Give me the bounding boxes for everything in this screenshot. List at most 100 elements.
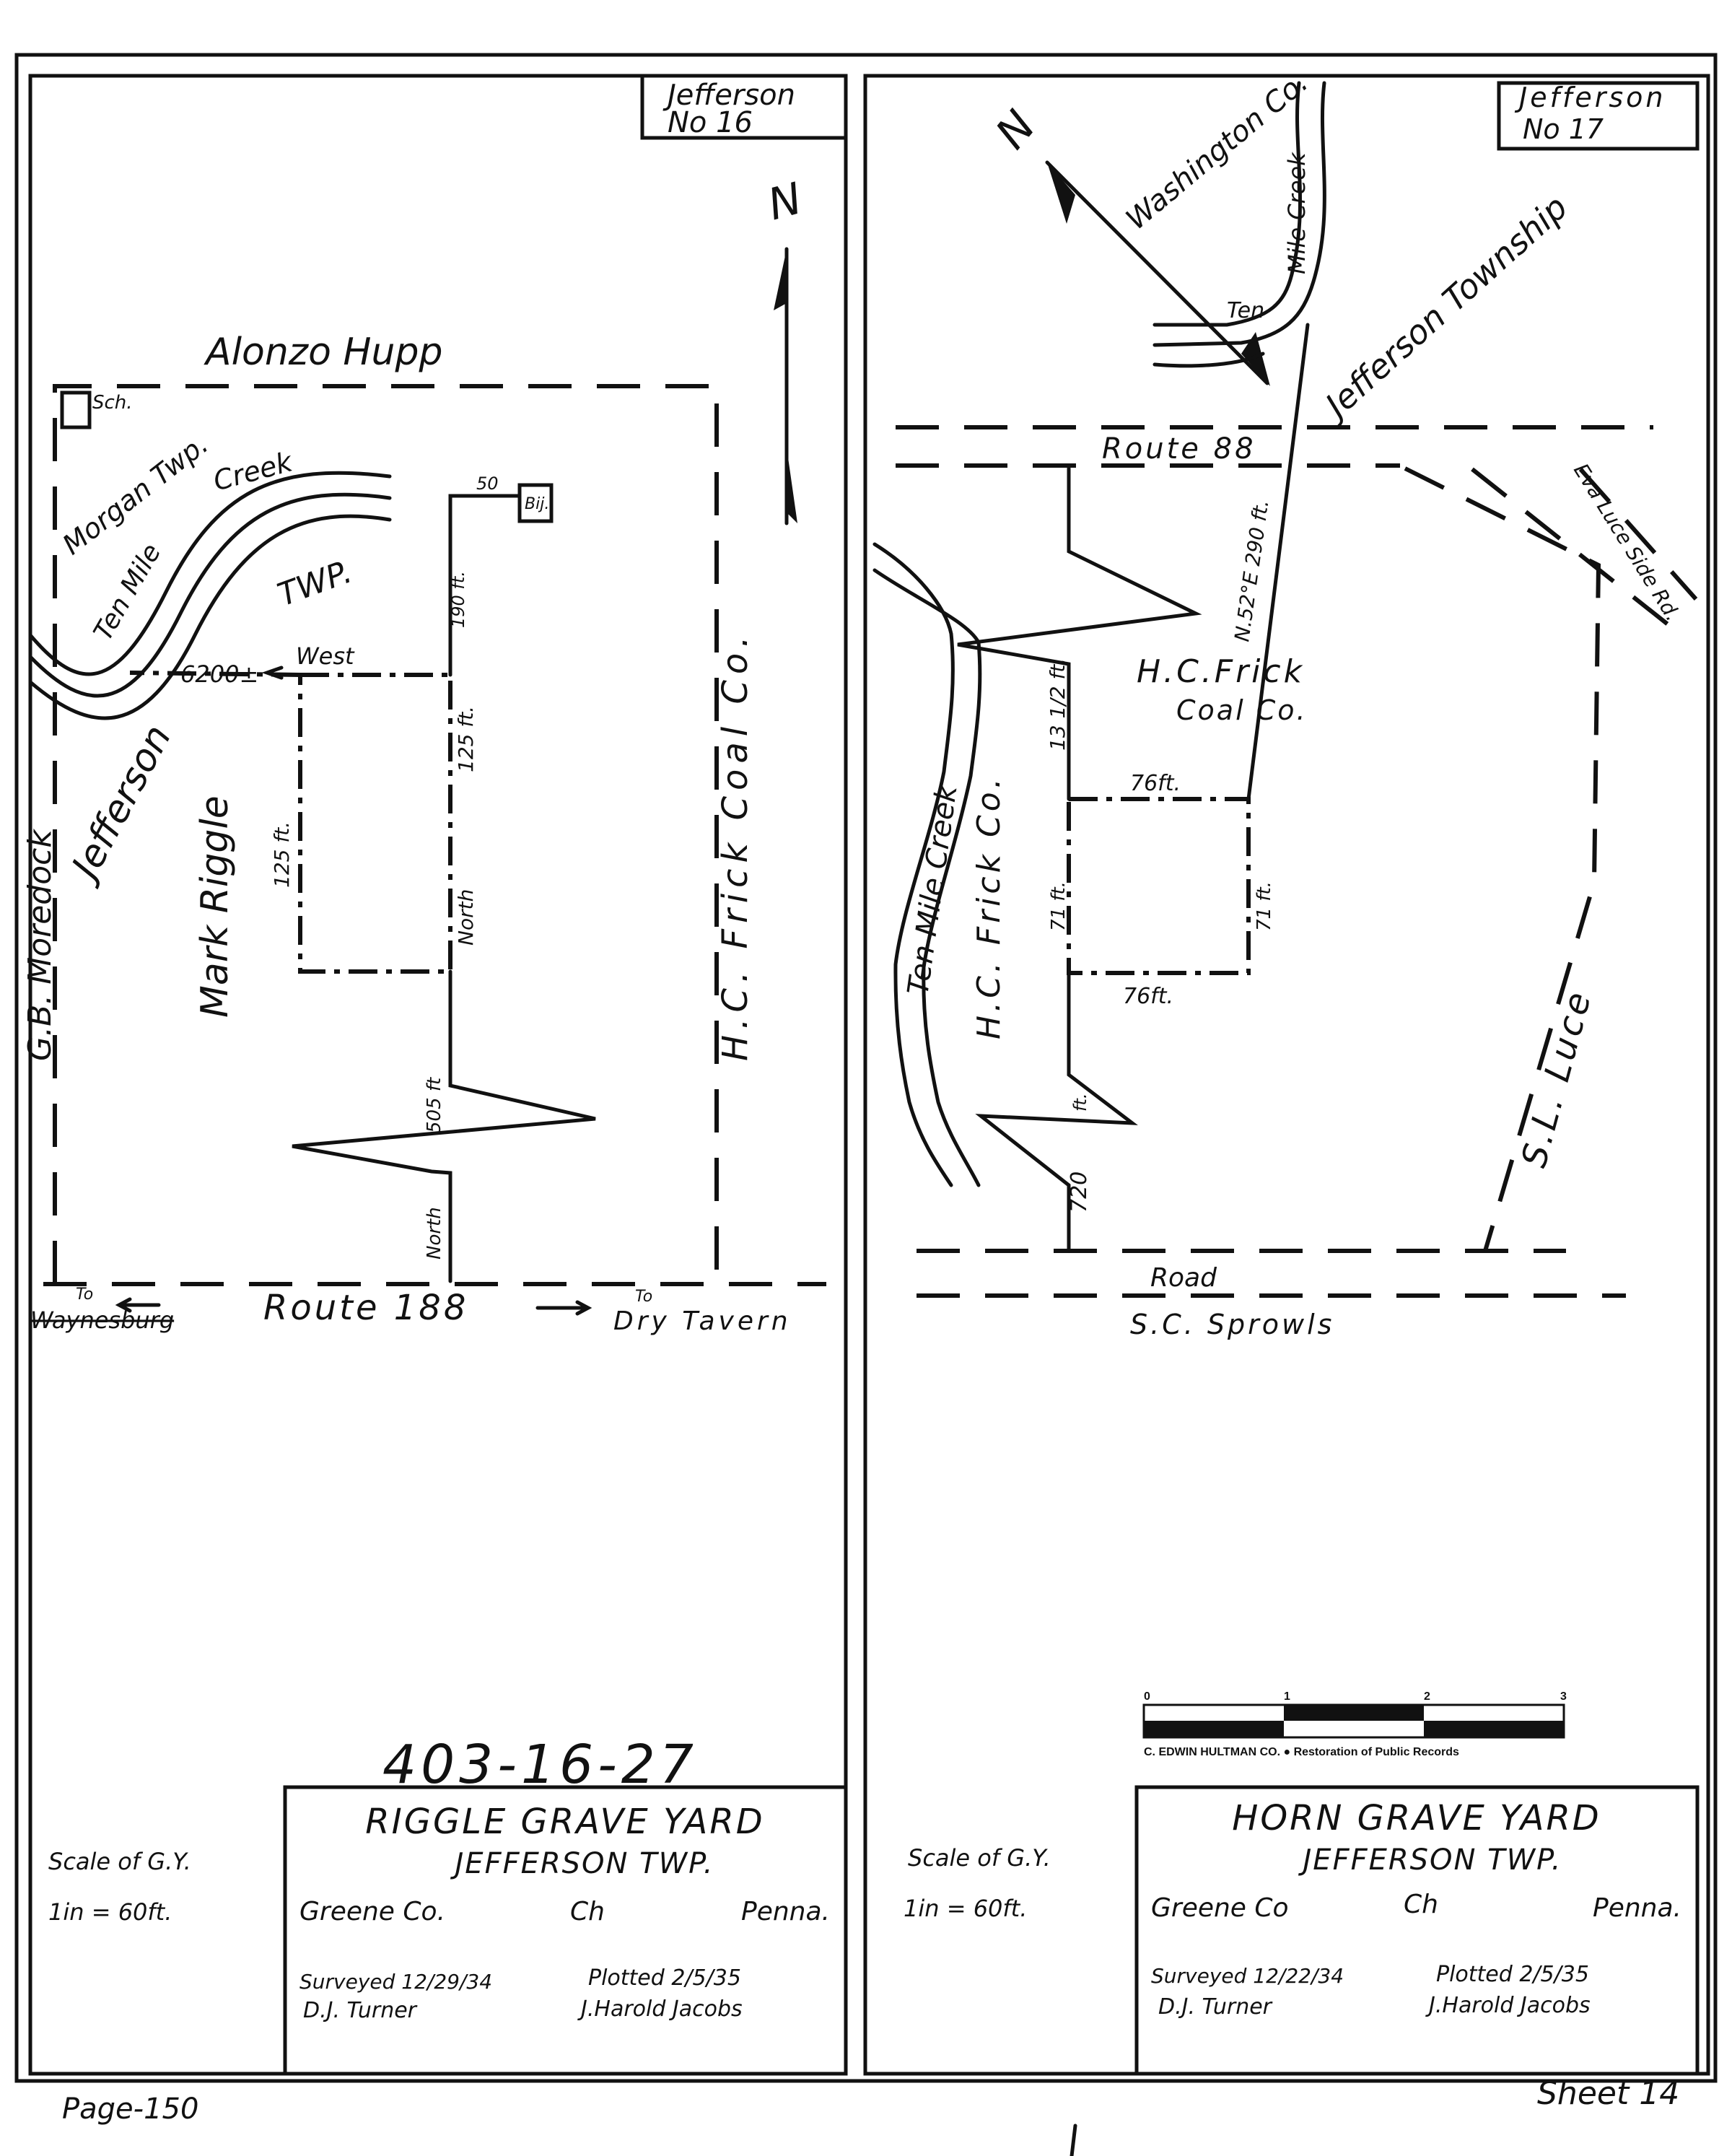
- label-morgan-twp: Morgan Twp.: [56, 428, 214, 561]
- label-hc-frick: H.C.Frick: [1137, 653, 1305, 690]
- left-title-mark: Ch: [570, 1897, 605, 1926]
- label-road: Road: [1150, 1263, 1217, 1293]
- left-title-block: RIGGLE GRAVE YARD JEFFERSON TWP. Greene …: [283, 1785, 848, 2076]
- bearing-line: [1246, 323, 1310, 801]
- label-125ft-left: 125 ft.: [270, 821, 294, 888]
- ten-mile-creek-west: [872, 542, 982, 1187]
- right-title-surveyor: D.J. Turner: [1158, 1994, 1273, 2020]
- label-twp: TWP.: [273, 554, 357, 614]
- right-title-plotter: J.Harold Jacobs: [1425, 1993, 1591, 2018]
- left-scale-line1: Scale of G.Y.: [48, 1848, 191, 1875]
- label-coal-co: Coal Co.: [1176, 694, 1308, 726]
- left-title-surveyor: D.J. Turner: [303, 1998, 418, 2023]
- right-title-surveyed: Surveyed 12/22/34: [1151, 1964, 1344, 1988]
- sheet-border: [14, 53, 1718, 2083]
- left-title-county: Greene Co.: [299, 1897, 445, 1926]
- label-sl-luce: S.L. Luce: [1513, 985, 1599, 1171]
- left-title-surveyed: Surveyed 12/29/34: [299, 1970, 492, 1994]
- scale-tick-0: 0: [1144, 1690, 1150, 1703]
- label-jefferson-township: Jefferson Township: [1313, 188, 1575, 429]
- label-190ft: 190 ft.: [448, 571, 468, 628]
- label-alonzo-hupp: Alonzo Hupp: [204, 331, 443, 374]
- label-route-188: Route 188: [263, 1288, 468, 1328]
- left-north-label: N: [763, 173, 807, 230]
- arrow-left-icon: [115, 1297, 161, 1313]
- scale-tick-2: 2: [1424, 1690, 1430, 1703]
- left-tag-box: [640, 74, 848, 140]
- right-north-label: N: [987, 101, 1046, 158]
- label-to-2: To: [635, 1288, 652, 1306]
- sheet-label: Sheet 14: [1537, 2075, 1679, 2112]
- label-west: West: [296, 642, 355, 670]
- label-505ft: 505 ft: [424, 1077, 445, 1133]
- right-tag-box: [1497, 81, 1700, 151]
- label-71ft-left: 71 ft.: [1048, 881, 1070, 931]
- property-boundary: [1404, 466, 1601, 1252]
- label-6200: 6200±: [180, 660, 258, 688]
- north-arrow-icon: [1045, 160, 1270, 386]
- break-line-north: [957, 466, 1202, 801]
- label-hc-frick-co: H.C. Frick Co.: [971, 774, 1007, 1039]
- label-hc-frick-coal: H.C. Frick Coal Co.: [715, 630, 756, 1061]
- break-line-south: [975, 971, 1138, 1253]
- label-71ft-right: 71 ft.: [1254, 881, 1275, 931]
- label-13-half-ft: 13 1/2 ft.: [1046, 658, 1070, 751]
- right-tag-line1: Jefferson: [1514, 82, 1666, 113]
- right-title-name: HORN GRAVE YARD: [1232, 1798, 1601, 1838]
- riggle-grave-yard-plot: [298, 673, 452, 974]
- left-tag-line1: Jefferson: [662, 79, 795, 112]
- ten-mile-creek-north: [1153, 81, 1326, 368]
- label-ten-mile: Ten Mile: [88, 539, 167, 646]
- label-waynesburg: Waynesburg: [30, 1306, 174, 1334]
- left-scale-line2: 1in = 60ft.: [48, 1898, 172, 1926]
- label-bearing: N.52°E 290 ft.: [1230, 498, 1273, 643]
- break-line: [292, 969, 596, 1283]
- right-panel-border: [863, 74, 1710, 2076]
- left-title-plotter: J.Harold Jacobs: [577, 1996, 743, 2022]
- label-50: 50: [476, 473, 499, 494]
- right-map: Jefferson No 17 N: [872, 66, 1700, 2076]
- right-title-mark: Ch: [1404, 1890, 1438, 1919]
- label-dry-tavern: Dry Tavern: [613, 1306, 792, 1336]
- stray-mark: [1070, 2124, 1077, 2156]
- north-arrow-icon: [774, 247, 797, 525]
- label-720: 720: [1067, 1171, 1092, 1213]
- label-north-1: North: [454, 889, 478, 946]
- label-bij: Bij.: [525, 495, 549, 513]
- arrow-right-icon: [535, 1300, 592, 1316]
- tie-line: [448, 494, 522, 677]
- label-mark-riggle: Mark Riggle: [193, 795, 237, 1018]
- left-tag-line2: No 16: [668, 106, 753, 139]
- label-route-88: Route 88: [1102, 432, 1256, 466]
- left-title-township: JEFFERSON TWP.: [450, 1847, 714, 1880]
- label-school: Sch.: [92, 392, 133, 414]
- label-ten: Ten: [1227, 298, 1264, 323]
- scale-tick-3: 3: [1560, 1690, 1567, 1703]
- page-label: Page-150: [62, 2092, 198, 2126]
- right-tag-line2: No 17: [1523, 113, 1604, 145]
- left-title-plotted: Plotted 2/5/35: [588, 1965, 741, 1991]
- label-eva-luce-side-rd: Eva Luce Side Rd.: [1569, 459, 1685, 625]
- label-125ft-right: 125 ft.: [454, 706, 478, 772]
- right-title-plotted: Plotted 2/5/35: [1436, 1962, 1589, 1987]
- arrow-left-icon: [261, 665, 284, 680]
- right-title-state: Penna.: [1593, 1893, 1681, 1923]
- label-gb-moredock: G.B. Moredock: [22, 829, 58, 1061]
- horn-grave-yard-plot: [1067, 797, 1251, 975]
- bij-box: [517, 483, 554, 523]
- eva-luce-side-road: [1471, 467, 1698, 637]
- scale-credit: C. EDWIN HULTMAN CO. ● Restoration of Pu…: [1144, 1746, 1459, 1758]
- left-title-state: Penna.: [741, 1897, 830, 1926]
- label-jefferson: Jefferson: [61, 718, 180, 891]
- label-sc-sprowls: S.C. Sprowls: [1130, 1309, 1334, 1340]
- label-76ft-top: 76ft.: [1130, 771, 1181, 796]
- ten-mile-creek: [28, 471, 392, 720]
- graphic-scale-bar: 0 1 2 3 C. EDWIN HULTMAN CO. ● Restorati…: [1142, 1690, 1567, 1758]
- label-to-1: To: [76, 1286, 93, 1304]
- left-title-name: RIGGLE GRAVE YARD: [365, 1802, 764, 1842]
- right-title-block: HORN GRAVE YARD JEFFERSON TWP. Greene Co…: [1134, 1785, 1700, 2076]
- left-map: Jefferson No 16 N Alonzo Hupp Sch. Morga…: [22, 74, 848, 2076]
- label-ft: ft.: [1070, 1094, 1090, 1112]
- right-title-county: Greene Co: [1151, 1893, 1289, 1923]
